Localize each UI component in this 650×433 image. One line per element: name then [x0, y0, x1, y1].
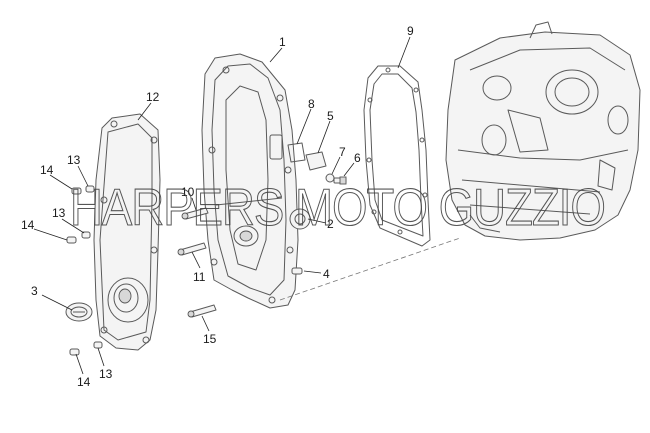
small-parts [65, 142, 347, 356]
callout-7: 7 [339, 145, 346, 159]
washer [325, 173, 335, 183]
bushing [85, 185, 95, 193]
callout-1: 1 [279, 35, 286, 49]
callout-14: 14 [21, 218, 35, 232]
screw-short [71, 187, 82, 195]
dowel-pin [291, 267, 303, 275]
breather-plate [305, 151, 327, 171]
callout-9: 9 [407, 24, 414, 38]
callout-4: 4 [323, 267, 330, 281]
callout-12: 12 [146, 90, 160, 104]
engine-crankcase [445, 21, 641, 241]
callout-2: 2 [327, 217, 334, 231]
cover-screw [177, 242, 207, 256]
callout-14: 14 [40, 163, 54, 177]
callout-13: 13 [52, 206, 66, 220]
callout-10: 10 [181, 185, 195, 199]
inner-timing-cover [201, 53, 299, 309]
oil-filler-cap [65, 302, 93, 322]
callout-8: 8 [308, 97, 315, 111]
outer-timing-cover [93, 113, 161, 351]
callout-13: 13 [99, 367, 113, 381]
callout-6: 6 [354, 151, 361, 165]
callout-11: 11 [193, 270, 206, 284]
watermark-text: HARPERS MOTO GUZZIO [70, 179, 605, 237]
bushing [93, 341, 103, 349]
callout-14: 14 [77, 375, 91, 389]
screw-short [66, 236, 77, 244]
oil-seal [289, 208, 311, 230]
callout-numbers: 1 2 3 4 5 6 7 8 9 10 11 12 13 14 13 14 1… [21, 24, 414, 389]
callout-5: 5 [327, 109, 334, 123]
callout-13: 13 [67, 153, 81, 167]
screw [333, 176, 347, 185]
callout-15: 15 [203, 332, 217, 346]
cover-screw-short [187, 304, 217, 318]
cover-screw-long [181, 207, 209, 220]
bushing [81, 231, 91, 239]
leader-lines [33, 36, 411, 375]
callout-3: 3 [31, 284, 38, 298]
timing-cover-gasket [363, 65, 431, 247]
screw-short [69, 348, 80, 356]
alignment-line [279, 237, 461, 301]
